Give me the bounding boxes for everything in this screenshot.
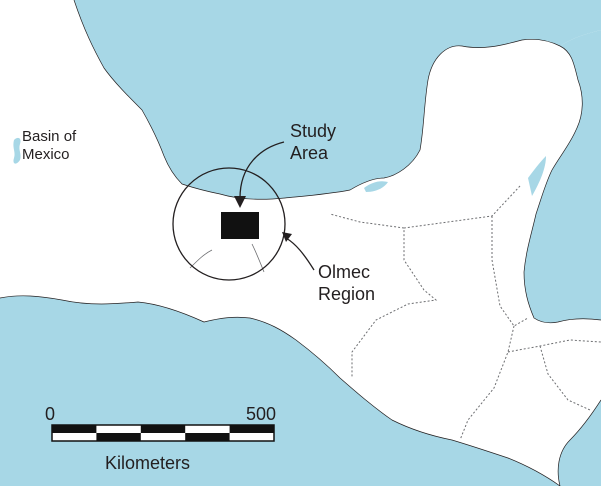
study-label-line2: Area	[290, 142, 329, 163]
basin-label-line2: Mexico	[22, 146, 70, 164]
olmec-region-arrowhead	[282, 232, 292, 242]
scale-end-label: 500	[246, 404, 277, 424]
gulf-of-mexico	[74, 0, 601, 200]
caribbean-sea	[524, 30, 601, 323]
pacific-ocean	[0, 295, 560, 486]
scale-segment	[52, 425, 97, 433]
scale-segment	[140, 425, 186, 433]
lagoon	[364, 181, 388, 192]
scale-segment	[185, 433, 230, 441]
olmec-label-line1: Olmec	[318, 262, 371, 282]
basin-of-mexico-lake	[13, 137, 21, 164]
olmec-region-arrow	[285, 237, 315, 271]
study-area-arrow	[239, 141, 285, 199]
lagoon-east	[528, 156, 546, 196]
caribbean-lower	[558, 400, 601, 486]
olmec-region-circle	[172, 167, 286, 281]
scale-segment	[96, 433, 141, 441]
scale-segment	[229, 425, 274, 433]
olmec-region-label: Olmec Region	[318, 262, 375, 306]
study-area-marker	[221, 212, 259, 239]
olmec-label-line2: Region	[318, 283, 376, 304]
basin-label-line1: Basin of	[22, 128, 77, 145]
basin-of-mexico-label: Basin of Mexico	[22, 128, 76, 165]
study-label-line1: Study	[290, 121, 337, 141]
rivers	[189, 243, 265, 273]
scale-start-label: 0	[45, 404, 56, 424]
study-area-label: Study Area	[290, 121, 336, 165]
scale-unit-label: Kilometers	[105, 453, 191, 473]
borders	[329, 185, 601, 441]
study-area-arrowhead	[234, 196, 246, 208]
scale-bar	[51, 424, 275, 442]
